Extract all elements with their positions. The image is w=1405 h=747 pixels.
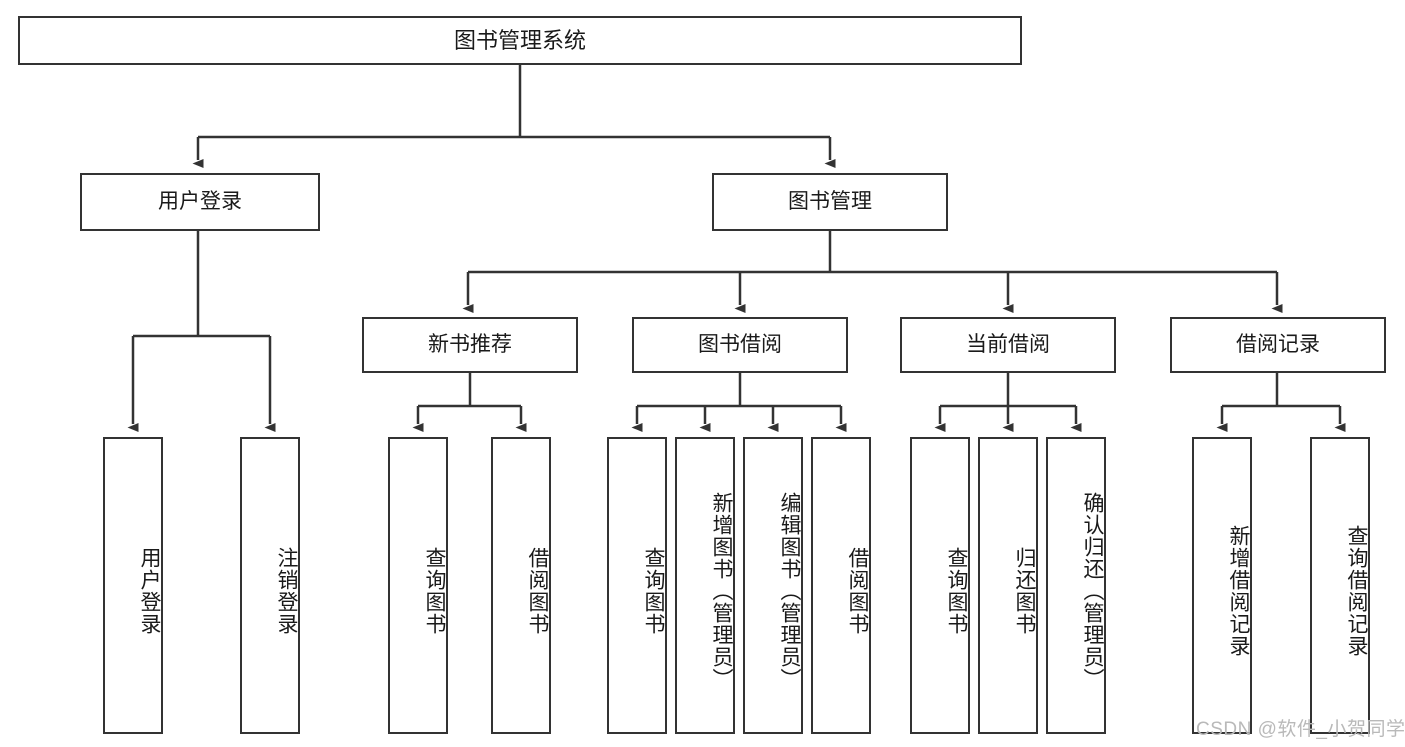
leaf-current-confirm-return-admin[interactable]: 确认归还（管理员） bbox=[1046, 437, 1106, 734]
leaf-borrow-borrow-book[interactable]: 借阅图书 bbox=[811, 437, 871, 734]
node-label: 查询图书 bbox=[423, 546, 446, 635]
leaf-current-return-book[interactable]: 归还图书 bbox=[978, 437, 1038, 734]
node-root-book-management-system[interactable]: 图书管理系统 bbox=[18, 16, 1022, 65]
node-label: 编辑图书（管理员） bbox=[778, 491, 801, 690]
leaf-borrow-edit-book-admin[interactable]: 编辑图书（管理员） bbox=[743, 437, 803, 734]
node-label: 新书推荐 bbox=[428, 332, 512, 356]
node-label: 新增图书（管理员） bbox=[710, 491, 733, 690]
leaf-new-book-query-book[interactable]: 查询图书 bbox=[388, 437, 448, 734]
node-label: 注销登录 bbox=[275, 546, 298, 635]
leaf-borrow-query-book[interactable]: 查询图书 bbox=[607, 437, 667, 734]
node-current-borrow[interactable]: 当前借阅 bbox=[900, 317, 1116, 373]
node-label: 查询图书 bbox=[945, 546, 968, 635]
leaf-record-add-borrow-record[interactable]: 新增借阅记录 bbox=[1192, 437, 1252, 734]
leaf-borrow-add-book-admin[interactable]: 新增图书（管理员） bbox=[675, 437, 735, 734]
node-book-management[interactable]: 图书管理 bbox=[712, 173, 948, 231]
leaf-record-query-borrow-record[interactable]: 查询借阅记录 bbox=[1310, 437, 1370, 734]
leaf-current-query-book[interactable]: 查询图书 bbox=[910, 437, 970, 734]
node-book-borrow[interactable]: 图书借阅 bbox=[632, 317, 848, 373]
node-label: 确认归还（管理员） bbox=[1081, 491, 1104, 690]
node-label: 借阅记录 bbox=[1236, 332, 1320, 356]
node-label: 借阅图书 bbox=[846, 546, 869, 635]
node-label: 图书管理 bbox=[788, 189, 872, 213]
node-label: 图书管理系统 bbox=[453, 27, 586, 53]
node-label: 用户登录 bbox=[158, 189, 242, 213]
leaf-new-book-borrow-book[interactable]: 借阅图书 bbox=[491, 437, 551, 734]
node-user-login[interactable]: 用户登录 bbox=[80, 173, 320, 231]
node-label: 新增借阅记录 bbox=[1227, 524, 1250, 657]
node-label: 查询图书 bbox=[642, 546, 665, 635]
leaf-user-login-login[interactable]: 用户登录 bbox=[103, 437, 163, 734]
node-label: 图书借阅 bbox=[698, 332, 782, 356]
node-borrow-record[interactable]: 借阅记录 bbox=[1170, 317, 1386, 373]
node-label: 用户登录 bbox=[138, 546, 161, 635]
csdn-watermark: CSDN @软件_小贺同学 bbox=[1196, 719, 1405, 740]
leaf-user-login-logout[interactable]: 注销登录 bbox=[240, 437, 300, 734]
node-new-book-recommend[interactable]: 新书推荐 bbox=[362, 317, 578, 373]
node-label: 借阅图书 bbox=[526, 546, 549, 635]
node-label: 归还图书 bbox=[1013, 546, 1036, 635]
node-label: 当前借阅 bbox=[966, 332, 1050, 356]
node-label: 查询借阅记录 bbox=[1345, 524, 1368, 657]
